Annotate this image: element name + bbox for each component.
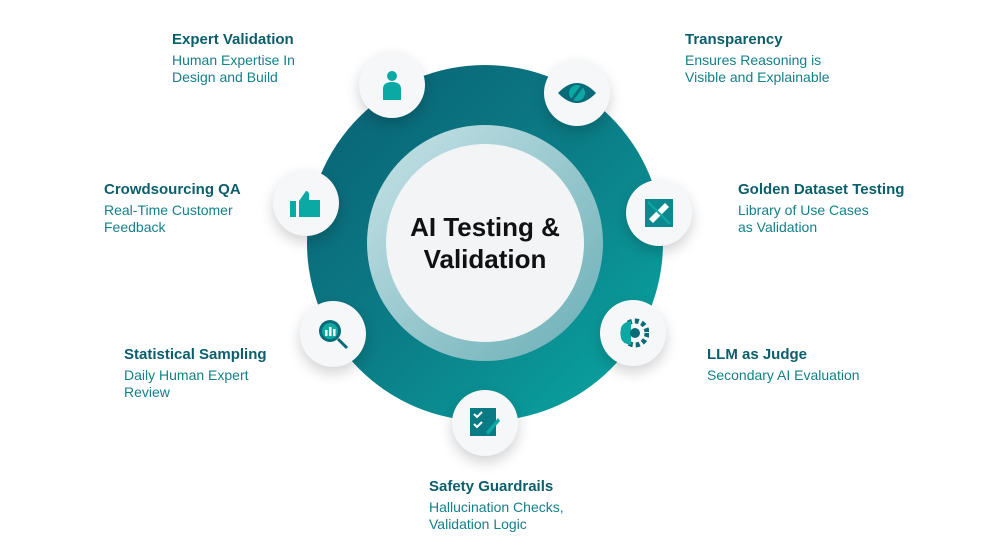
- thumbs-up-icon: [273, 170, 339, 236]
- center-title: AI Testing &Validation: [410, 212, 560, 274]
- brain-gear-icon: [600, 300, 666, 366]
- checklist-icon: [452, 390, 518, 456]
- magnifier-chart-icon: [300, 301, 366, 367]
- person-icon: [359, 52, 425, 118]
- ruler-icon: [626, 180, 692, 246]
- center-circle: AI Testing &Validation: [386, 144, 584, 342]
- eye-icon: [544, 60, 610, 126]
